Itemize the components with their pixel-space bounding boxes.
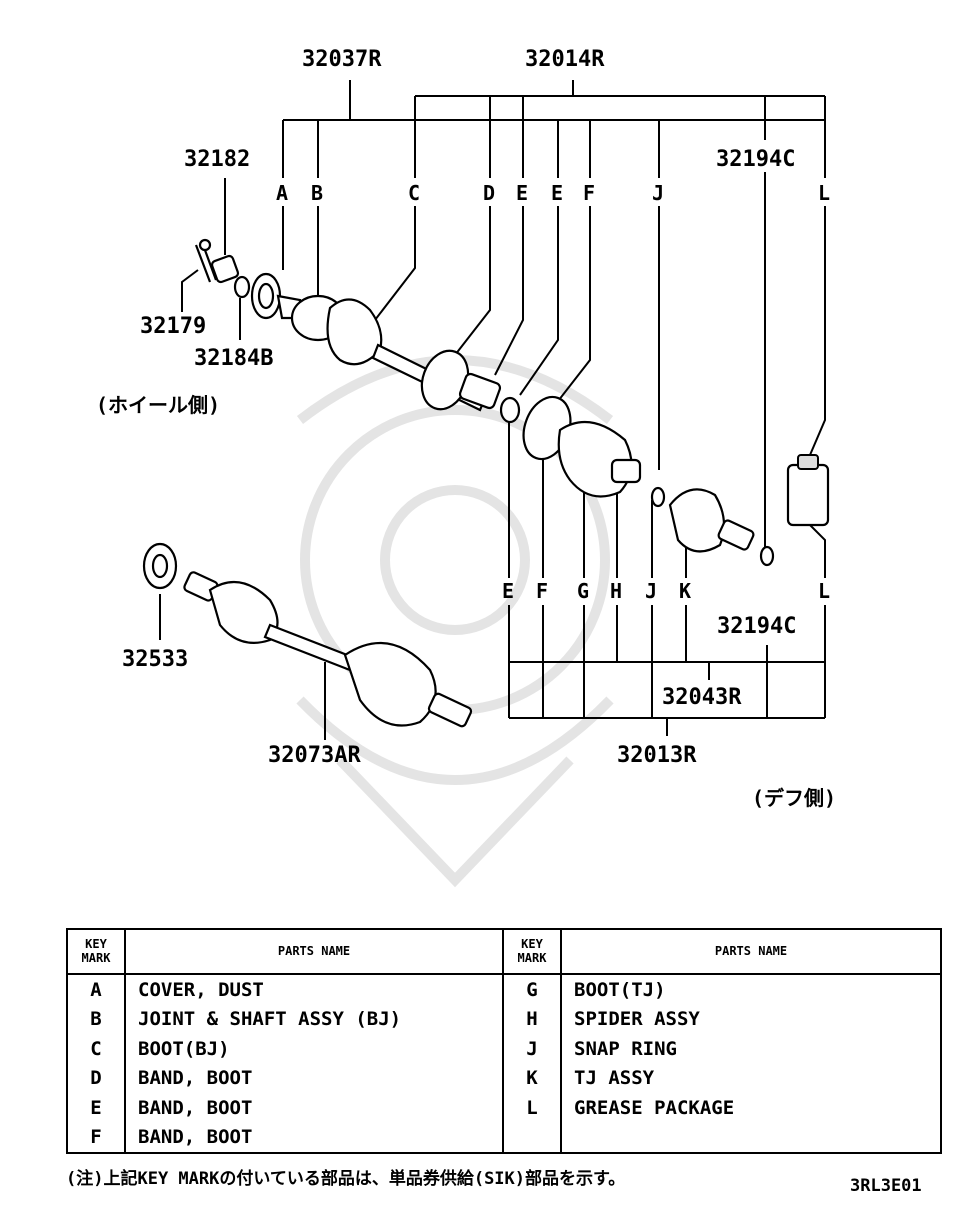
key-mark-cell: L xyxy=(502,1092,562,1123)
grease-package-L xyxy=(786,463,830,527)
shaft-boot-inner xyxy=(343,641,437,727)
part-number-32043R: 32043R xyxy=(662,685,742,710)
part-name-cell xyxy=(560,1122,942,1153)
table-row: E BAND, BOOT L GREASE PACKAGE xyxy=(66,1092,942,1123)
key-mark-bottom: L xyxy=(818,579,830,603)
key-mark-bottom: J xyxy=(645,579,657,603)
key-mark-top: B xyxy=(311,181,323,205)
part-name-cell: BAND, BOOT xyxy=(124,1092,504,1123)
part-name-cell: BAND, BOOT xyxy=(124,1122,504,1153)
part-name-cell: BOOT(BJ) xyxy=(124,1033,504,1064)
key-mark-top: J xyxy=(652,181,664,205)
nut-32182 xyxy=(210,254,240,284)
part-name-cell: GREASE PACKAGE xyxy=(560,1092,942,1123)
part-name-cell: SPIDER ASSY xyxy=(560,1004,942,1034)
key-mark-cell: D xyxy=(66,1063,126,1093)
key-mark-top: L xyxy=(818,181,830,205)
band-boot-E xyxy=(499,396,521,424)
tj-stub xyxy=(717,519,755,551)
part-name-cell: COVER, DUST xyxy=(124,973,504,1005)
table-row: C BOOT(BJ) J SNAP RING xyxy=(66,1033,942,1064)
key-mark-top: D xyxy=(483,181,495,205)
diff-side-label: (デフ側) xyxy=(752,786,836,810)
part-number-32184B: 32184B xyxy=(194,346,273,371)
part-number-32179: 32179 xyxy=(140,314,206,339)
part-number-32533: 32533 xyxy=(122,647,188,672)
leader-lines xyxy=(159,80,826,740)
snap-ring-J xyxy=(650,486,666,508)
key-mark-bottom: E xyxy=(502,579,514,603)
shaft-boot-outer xyxy=(208,580,279,644)
washer-32184B xyxy=(233,275,251,299)
key-mark-bottom: F xyxy=(536,579,548,603)
circlip-32194C xyxy=(759,545,775,567)
key-mark-top: E xyxy=(551,181,563,205)
table-row: B JOINT & SHAFT ASSY (BJ) H SPIDER ASSY xyxy=(66,1004,942,1034)
part-number-32014R: 32014R xyxy=(525,47,605,72)
key-mark-cell: H xyxy=(502,1004,562,1034)
key-mark-cell: E xyxy=(66,1092,126,1123)
key-mark-cell: J xyxy=(502,1033,562,1064)
part-number-32037R: 32037R xyxy=(302,47,382,72)
key-mark-cell: K xyxy=(502,1063,562,1093)
key-mark-top: C xyxy=(408,181,420,205)
wheel-side-label: (ホイール側) xyxy=(96,393,220,417)
spider-H xyxy=(610,458,642,484)
part-number-32194C-top: 32194C xyxy=(716,147,795,172)
part-name-cell: JOINT & SHAFT ASSY (BJ) xyxy=(124,1004,504,1034)
key-mark-cell: C xyxy=(66,1033,126,1064)
key-mark-cell: G xyxy=(502,973,562,1005)
key-mark-cell xyxy=(502,1122,562,1153)
part-number-32073AR: 32073AR xyxy=(268,743,361,768)
key-mark-cell: F xyxy=(66,1122,126,1153)
key-mark-bottom: K xyxy=(679,579,691,603)
lower-shaft-assembly xyxy=(142,542,473,728)
table-row: D BAND, BOOT K TJ ASSY xyxy=(66,1063,942,1093)
key-mark-cell: B xyxy=(66,1004,126,1034)
parts-name-header: PARTS NAME xyxy=(560,928,942,975)
key-mark-bottom: H xyxy=(610,579,622,603)
part-name-cell: TJ ASSY xyxy=(560,1063,942,1093)
footnote: (注)上記KEY MARKの付いている部品は、単品券供給(SIK)部品を示す。 xyxy=(66,1169,626,1189)
part-number-32182: 32182 xyxy=(184,147,250,172)
part-number-32013R: 32013R xyxy=(617,743,697,768)
key-mark-top: A xyxy=(276,181,288,205)
table-row: F BAND, BOOT xyxy=(66,1122,942,1153)
document-code: 3RL3E01 xyxy=(850,1176,922,1196)
cotter-pin-head xyxy=(198,238,212,252)
part-name-cell: SNAP RING xyxy=(560,1033,942,1064)
key-mark-top: F xyxy=(583,181,595,205)
exploded-parts-diagram: 32037R 32014R 32182 32194C 32179 32184B … xyxy=(96,47,836,888)
part-name-cell: BAND, BOOT xyxy=(124,1063,504,1093)
key-mark-cell: A xyxy=(66,973,126,1005)
upper-shaft-assembly xyxy=(194,238,830,567)
parts-name-header: PARTS NAME xyxy=(124,928,504,975)
shaft-spline xyxy=(458,372,502,410)
part-name-cell: BOOT(TJ) xyxy=(560,973,942,1005)
key-mark-top: E xyxy=(516,181,528,205)
part-number-32194C-bottom: 32194C xyxy=(717,614,796,639)
tj-housing-K xyxy=(668,488,726,553)
key-mark-bottom: G xyxy=(577,579,589,603)
table-row: A COVER, DUST G BOOT(TJ) xyxy=(66,973,942,1005)
